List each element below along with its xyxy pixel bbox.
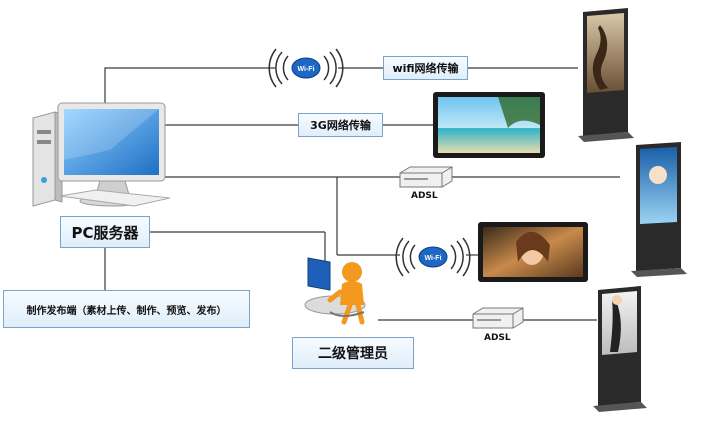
label-secondary-admin: 二级管理员: [292, 337, 414, 369]
wall-screen-icon: [433, 92, 545, 158]
kiosk-icon: [631, 142, 687, 277]
wall-screen-icon: [478, 222, 588, 282]
wifi-badge-text: Wi-Fi: [424, 255, 441, 262]
router-icon: [399, 166, 453, 188]
kiosk-icon: [593, 286, 647, 412]
kiosk-icon: [578, 8, 634, 142]
label-adsl-bottom: ADSL: [484, 333, 511, 343]
label-wifi-transfer: wifi网络传输: [383, 56, 468, 80]
router-icon: [472, 307, 524, 329]
monitor-icon: [57, 102, 171, 207]
wifi-badge-text: Wi-Fi: [297, 66, 314, 73]
admin-person-icon: [304, 257, 366, 325]
label-adsl-top: ADSL: [411, 191, 438, 201]
wifi-icon: Wi-Fi: [268, 48, 344, 88]
line-wifi-top: [104, 67, 275, 103]
label-publisher: 制作发布端（素材上传、制作、预览、发布）: [3, 290, 250, 328]
pc-tower-icon: [32, 111, 63, 207]
label-pc-server: PC服务器: [60, 216, 150, 248]
connection-lines: [104, 67, 620, 321]
wifi-icon: Wi-Fi: [395, 237, 471, 277]
label-3g-transfer: 3G网络传输: [298, 113, 383, 137]
